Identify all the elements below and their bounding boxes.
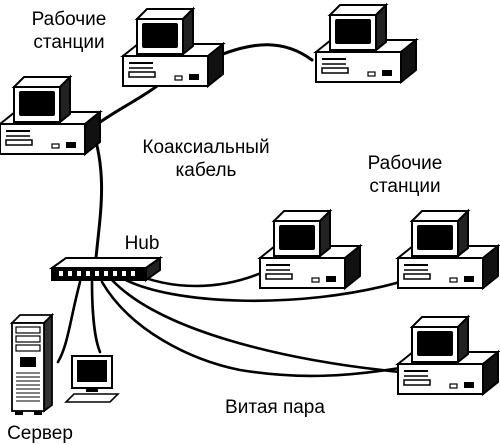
terminal-monitor-icon	[65, 355, 119, 403]
label-server: Сервер	[7, 423, 73, 444]
workstation-right-2	[397, 210, 499, 289]
workstation-left	[0, 76, 101, 155]
label-coaxial-cable: Коаксиальный кабель	[142, 137, 270, 181]
label-twisted-pair: Витая пара	[225, 397, 325, 418]
workstation-bottom-right	[397, 316, 499, 395]
label-hub: Hub	[124, 233, 160, 254]
workstation-top-right	[315, 4, 417, 83]
workstation-top-left	[122, 8, 224, 87]
label-workstations-right: Рабочие станции	[367, 153, 443, 197]
server-tower-icon	[11, 314, 53, 416]
workstation-right-1	[259, 210, 361, 289]
hub-icon	[48, 256, 164, 282]
label-workstations-top: Рабочие станции	[31, 9, 107, 53]
